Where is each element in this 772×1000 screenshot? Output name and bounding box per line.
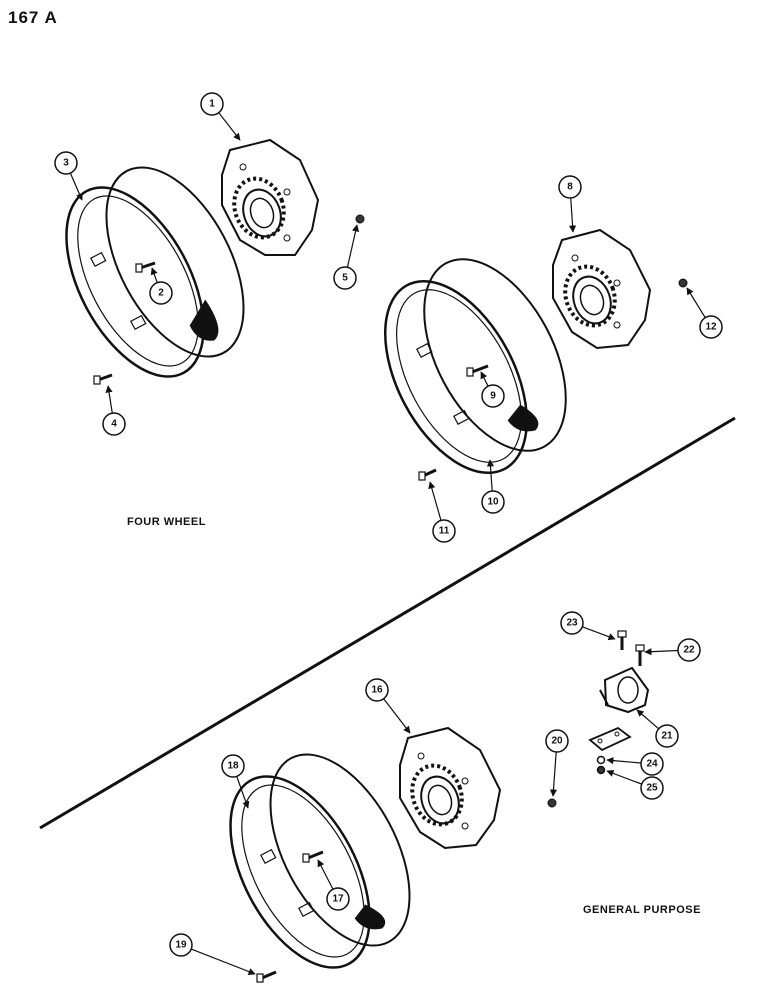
callout-circle-20 (545, 729, 569, 753)
leader-line-2 (150, 267, 158, 283)
center-plate-16 (399, 726, 502, 850)
leader-line-4 (105, 385, 113, 414)
callout-circle-24 (640, 752, 664, 776)
callout-number-22: 22 (683, 645, 695, 656)
callout-number-21: 21 (661, 731, 673, 742)
callout-number-10: 10 (487, 497, 499, 508)
leader-line-20 (549, 751, 558, 797)
callout-number-11: 11 (439, 526, 450, 537)
callout-circle-22 (677, 638, 701, 662)
bolt-9 (466, 364, 489, 377)
leader-line-3 (69, 172, 83, 201)
wheel-rim-3 (65, 166, 245, 378)
bolt-11 (418, 468, 437, 481)
bolt-22 (635, 644, 645, 666)
callout-number-25: 25 (646, 783, 658, 794)
callout-circle-1 (200, 92, 224, 116)
leader-line-24 (606, 756, 642, 765)
leader-line-1 (218, 112, 241, 141)
leader-line-5 (346, 224, 360, 268)
hub-21 (599, 666, 650, 714)
callout-circle-16 (365, 678, 389, 702)
callout-circle-3 (54, 151, 78, 175)
callout-number-2: 2 (158, 288, 164, 299)
callout-circle-4 (102, 412, 126, 436)
bolt-23 (617, 630, 627, 650)
leader-line-23 (582, 626, 616, 641)
callout-number-5: 5 (342, 273, 348, 284)
leader-line-11 (428, 481, 442, 521)
general-purpose-label: GENERAL PURPOSE (583, 904, 701, 916)
callout-circle-17 (326, 887, 350, 911)
callout-number-3: 3 (63, 158, 69, 169)
nut-12 (678, 278, 688, 288)
nut-20 (547, 798, 557, 808)
nut-5 (355, 214, 365, 224)
leader-line-17 (317, 859, 334, 890)
callout-number-17: 17 (332, 894, 344, 905)
nut-25 (596, 765, 606, 775)
leader-line-19 (191, 948, 256, 975)
callout-circle-5 (333, 266, 357, 290)
leader-line-21 (636, 709, 660, 730)
callout-circle-8 (558, 175, 582, 199)
callout-circle-23 (560, 611, 584, 635)
callout-circle-25 (640, 776, 664, 800)
washer-24 (596, 755, 606, 765)
bolt-2 (135, 261, 156, 273)
callout-number-20: 20 (551, 736, 563, 747)
callout-circle-12 (699, 315, 723, 339)
leader-line-22 (644, 648, 679, 656)
callout-number-19: 19 (175, 940, 187, 951)
callout-circle-18 (221, 754, 245, 778)
callout-circle-9 (481, 384, 505, 408)
leader-line-12 (686, 287, 706, 318)
callout-circle-10 (481, 490, 505, 514)
leader-line-18 (236, 776, 250, 809)
callout-number-9: 9 (490, 391, 496, 402)
callout-number-18: 18 (227, 761, 239, 772)
callout-number-8: 8 (567, 182, 573, 193)
leader-line-9 (480, 371, 489, 387)
callout-circle-19 (169, 933, 193, 957)
leader-line-25 (606, 769, 642, 785)
center-plate-1 (221, 138, 320, 256)
page-number: 167 A (8, 8, 58, 27)
callout-number-4: 4 (111, 419, 117, 430)
callout-number-23: 23 (566, 618, 578, 629)
leader-line-16 (383, 698, 411, 734)
bolt-19 (256, 970, 277, 983)
bolt-4 (93, 373, 113, 385)
callout-number-16: 16 (371, 685, 383, 696)
callout-circle-2 (149, 281, 173, 305)
wheel-rim-10 (383, 258, 567, 475)
callout-number-1: 1 (209, 99, 215, 110)
leader-line-8 (568, 197, 577, 233)
wheel-rim-18 (229, 753, 411, 969)
bracket-part (588, 726, 632, 752)
center-plate-8 (552, 228, 652, 350)
callout-circle-21 (655, 724, 679, 748)
section-divider-line (39, 416, 736, 830)
bolt-17 (302, 850, 324, 863)
callout-circle-11 (432, 519, 456, 543)
four-wheel-label: FOUR WHEEL (127, 516, 206, 528)
callout-number-12: 12 (705, 322, 717, 333)
leader-line-10 (486, 459, 495, 492)
callout-number-24: 24 (646, 759, 658, 770)
